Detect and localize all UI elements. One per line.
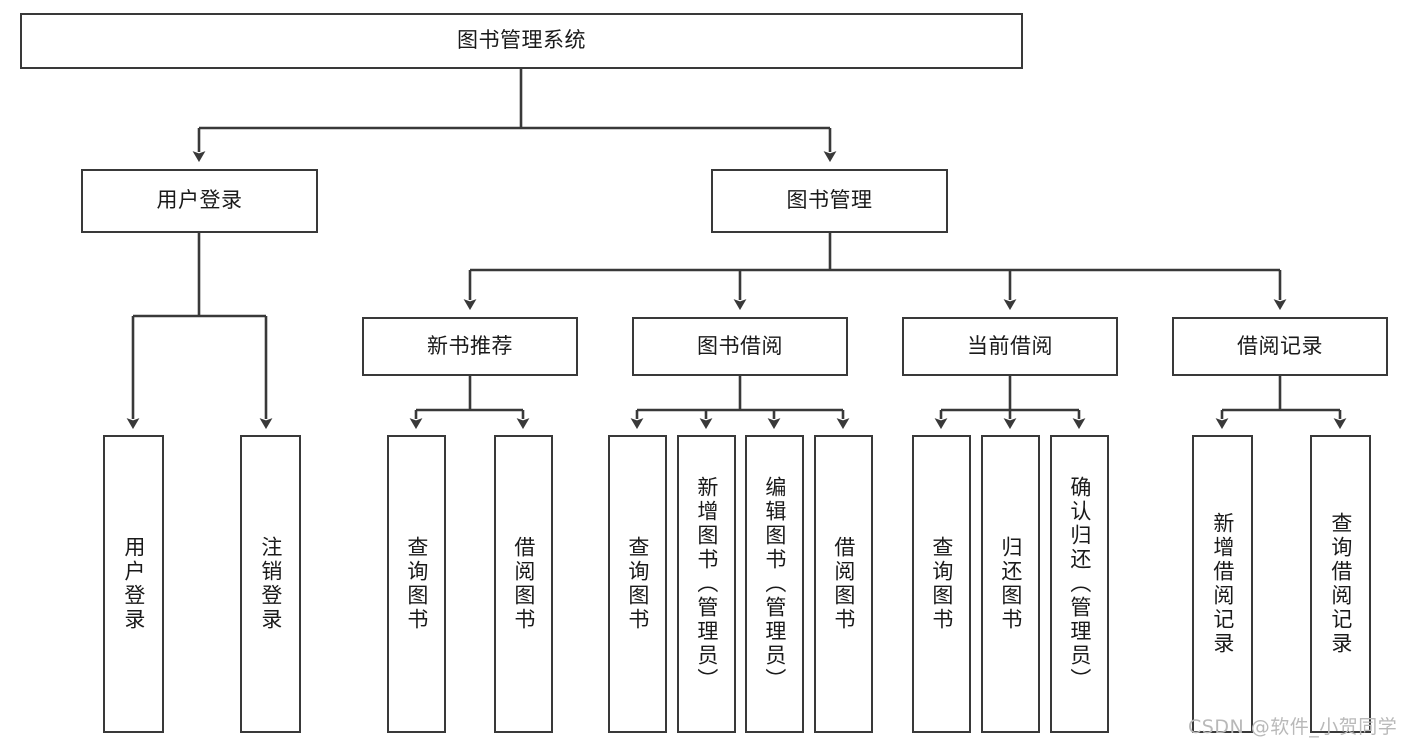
node-label: 查询图书 bbox=[625, 536, 650, 632]
leaf-bookborrow-edit[interactable]: 编辑图书（管理员） bbox=[745, 435, 804, 733]
leaf-borrowrecord-add[interactable]: 新增借阅记录 bbox=[1192, 435, 1253, 733]
leaf-user-login-signin[interactable]: 用户登录 bbox=[103, 435, 164, 733]
node-label: 编辑图书（管理员） bbox=[762, 476, 787, 692]
node-label: 借阅图书 bbox=[831, 536, 856, 632]
node-user-login[interactable]: 用户登录 bbox=[81, 169, 318, 233]
node-book-borrow[interactable]: 图书借阅 bbox=[632, 317, 848, 376]
leaf-newbook-borrow[interactable]: 借阅图书 bbox=[494, 435, 553, 733]
node-label: 借阅记录 bbox=[1237, 333, 1323, 358]
node-root-system[interactable]: 图书管理系统 bbox=[20, 13, 1023, 69]
node-label: 用户登录 bbox=[156, 188, 243, 213]
leaf-currentborrow-return[interactable]: 归还图书 bbox=[981, 435, 1040, 733]
node-label: 查询图书 bbox=[929, 536, 954, 632]
node-borrow-record[interactable]: 借阅记录 bbox=[1172, 317, 1388, 376]
node-label: 图书管理 bbox=[786, 188, 873, 213]
node-label: 当前借阅 bbox=[967, 333, 1053, 358]
node-label: 用户登录 bbox=[121, 536, 146, 632]
node-label: 确认归还（管理员） bbox=[1067, 476, 1092, 692]
node-label: 借阅图书 bbox=[511, 536, 536, 632]
leaf-user-login-signout[interactable]: 注销登录 bbox=[240, 435, 301, 733]
leaf-currentborrow-confirm-return[interactable]: 确认归还（管理员） bbox=[1050, 435, 1109, 733]
leaf-bookborrow-add[interactable]: 新增图书（管理员） bbox=[677, 435, 736, 733]
node-label: 图书管理系统 bbox=[457, 28, 586, 53]
node-label: 归还图书 bbox=[998, 536, 1023, 632]
node-label: 图书借阅 bbox=[697, 333, 783, 358]
node-label: 注销登录 bbox=[258, 536, 283, 632]
node-label: 新增图书（管理员） bbox=[694, 476, 719, 692]
node-label: 查询图书 bbox=[404, 536, 429, 632]
node-label: 新增借阅记录 bbox=[1210, 512, 1235, 656]
leaf-bookborrow-borrow[interactable]: 借阅图书 bbox=[814, 435, 873, 733]
node-label: 查询借阅记录 bbox=[1328, 512, 1353, 656]
node-new-book-recommend[interactable]: 新书推荐 bbox=[362, 317, 578, 376]
leaf-currentborrow-query[interactable]: 查询图书 bbox=[912, 435, 971, 733]
node-current-borrow[interactable]: 当前借阅 bbox=[902, 317, 1118, 376]
node-label: 新书推荐 bbox=[427, 333, 513, 358]
leaf-newbook-query[interactable]: 查询图书 bbox=[387, 435, 446, 733]
csdn-watermark: CSDN @软件_小贺同学 bbox=[1188, 716, 1398, 738]
leaf-bookborrow-query[interactable]: 查询图书 bbox=[608, 435, 667, 733]
leaf-borrowrecord-query[interactable]: 查询借阅记录 bbox=[1310, 435, 1371, 733]
node-book-management[interactable]: 图书管理 bbox=[711, 169, 948, 233]
